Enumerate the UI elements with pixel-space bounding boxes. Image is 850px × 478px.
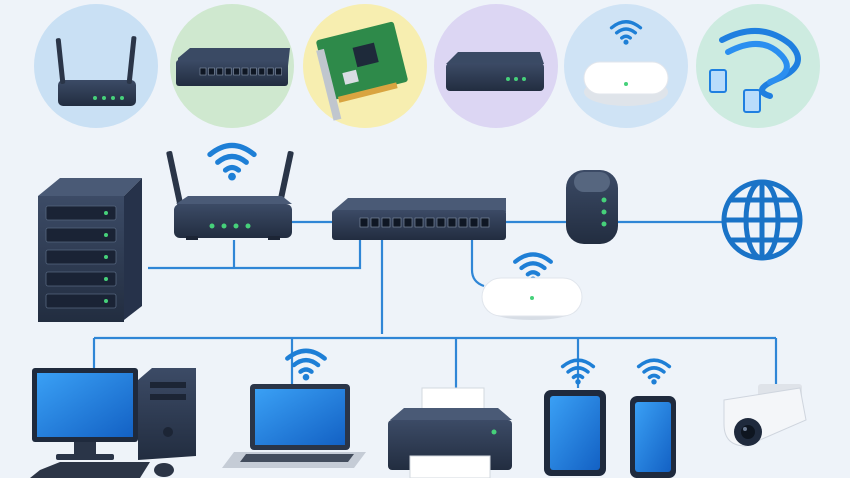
- switch-port: [458, 217, 468, 228]
- link-switch-ap: [470, 238, 485, 288]
- switch-port: [469, 217, 479, 228]
- link-server-switch: [148, 238, 362, 270]
- switch-port: [414, 217, 424, 228]
- switch-port: [381, 217, 391, 228]
- switch-port: [275, 67, 282, 76]
- server-bay: [45, 271, 117, 287]
- server-tower-icon: [38, 178, 142, 322]
- switch-port: [224, 67, 232, 76]
- legend-row: [34, 4, 820, 128]
- server-bay: [45, 227, 117, 243]
- server-led: [104, 233, 108, 237]
- switch-port: [241, 67, 249, 76]
- switch-port: [480, 217, 490, 228]
- server-bay: [45, 249, 117, 265]
- switch-port: [425, 217, 435, 228]
- access-point-icon: [481, 254, 583, 320]
- switch-port: [447, 217, 457, 228]
- server-led: [104, 211, 108, 215]
- switch-port: [370, 217, 380, 228]
- switch-port: [436, 217, 446, 228]
- smartphone-icon: [630, 358, 676, 478]
- switch-port: [216, 67, 224, 76]
- network-interface-card-icon: [303, 4, 427, 128]
- laptop-icon: [222, 351, 366, 468]
- connection-lines: [92, 220, 778, 392]
- switch-port: [258, 67, 266, 76]
- switch-port: [250, 67, 257, 76]
- server-led: [104, 255, 108, 259]
- server-bay: [45, 205, 117, 221]
- security-camera-icon: [723, 384, 807, 447]
- desktop-computer-icon: [30, 368, 196, 478]
- server-led: [104, 299, 108, 303]
- switch-port: [403, 217, 413, 228]
- tablet-icon: [544, 358, 606, 476]
- switch-port: [208, 67, 215, 76]
- switch-port: [233, 67, 240, 76]
- wireless-access-point-icon: [564, 4, 688, 128]
- server-led: [104, 277, 108, 281]
- switch-port: [199, 67, 207, 76]
- network-switch-icon: [170, 4, 294, 128]
- server-bay: [45, 293, 117, 309]
- ethernet-cable-icon: [696, 4, 820, 128]
- printer-icon: [388, 387, 512, 478]
- internet-globe-icon: [721, 179, 803, 261]
- switch-port: [392, 217, 402, 228]
- modem-icon: [434, 4, 558, 128]
- switch-port: [359, 217, 369, 228]
- router-icon: [34, 4, 158, 128]
- wifi-router-icon: [166, 145, 294, 240]
- modem-icon: [566, 170, 618, 244]
- network-switch-icon: [332, 198, 506, 240]
- switch-port: [266, 67, 274, 76]
